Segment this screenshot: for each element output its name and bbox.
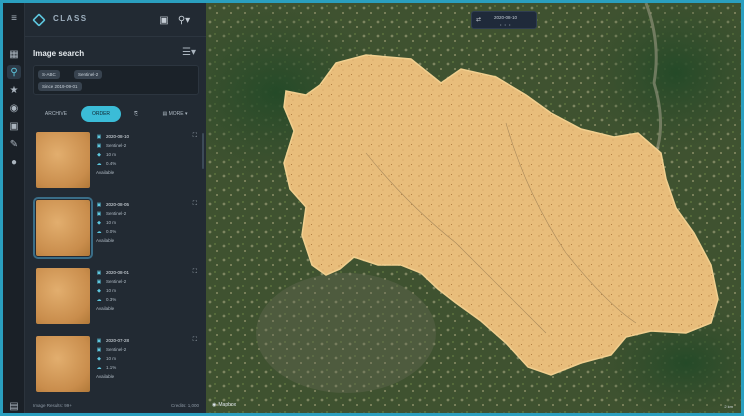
list-item[interactable]: ▣ 2020-08-05 ▣ Sentinel-2 ◆ 10 m ☁ 0.0% Avai… [33, 197, 203, 261]
resolution-icon: ◆ [97, 219, 101, 226]
item-cloud: 0.0% [106, 229, 117, 234]
filter-chip[interactable]: Sentinel-2 [74, 70, 103, 79]
pen-icon[interactable]: ✎ [9, 138, 19, 150]
credits-count: Credits: 1,000 [170, 403, 199, 408]
item-resolution: 10 m [106, 220, 117, 225]
item-date: 2020-08-10 [106, 134, 130, 139]
save-icon[interactable]: ▣ [9, 120, 19, 132]
settings-icon[interactable]: ▤ [9, 400, 19, 412]
tab-order[interactable]: ORDER [81, 106, 121, 122]
image-thumbnail[interactable] [36, 336, 90, 392]
results-count: Image Results: 99+ [33, 403, 72, 408]
star-icon[interactable]: ★ [9, 84, 19, 96]
satellite-map[interactable] [206, 3, 741, 413]
results-list: ▣ 2020-08-10 ▣ Sentinel-2 ◆ 10 m ☁ 0.4% Avai… [33, 129, 203, 399]
cloud-icon: ☁ [96, 228, 102, 235]
pager-dots[interactable]: • • • [500, 22, 512, 27]
filter-chip[interactable]: S-ABC [38, 70, 60, 79]
app-window: ≡ ▦ ⚲ ★ ◉ ▣ ✎ ● ▤ CLASS ▣ ⚲▾ Image searc… [3, 3, 741, 413]
grid-icon[interactable]: ▦ [9, 48, 19, 60]
list-item[interactable]: ▣ 2020-08-10 ▣ Sentinel-2 ◆ 10 m ☁ 0.4% Avai… [33, 129, 203, 193]
menu-icon[interactable]: ☰▾ [182, 47, 196, 58]
copy-icon[interactable]: ⎘ [133, 111, 138, 117]
scale-bar: 2 km [724, 404, 733, 409]
item-status: Available [96, 170, 115, 175]
filter-chips: S-ABC Sentinel-2 Since 2019-09-01 [33, 65, 199, 95]
panel-topbar: CLASS ▣ ⚲▾ [25, 3, 206, 37]
attribution-text: Mapbox [218, 402, 237, 408]
camera-icon[interactable]: ◉ [9, 102, 19, 114]
map-view[interactable]: ⇄ 2020-08-10 • • • ◉ Mapbox 2 km [206, 3, 741, 413]
item-date: 2020-07-28 [106, 338, 130, 343]
item-provider: Sentinel-2 [106, 211, 127, 216]
item-date: 2020-08-01 [106, 270, 130, 275]
item-provider: Sentinel-2 [106, 279, 127, 284]
satellite-icon: ▣ [96, 210, 102, 217]
urban-area [256, 273, 436, 393]
tab-more[interactable]: ▤ MORE ▾ [162, 111, 188, 117]
item-status: Available [96, 306, 115, 311]
search-icon[interactable]: ⚲▾ [177, 14, 191, 26]
map-date: 2020-08-10 [494, 15, 518, 20]
item-status: Available [96, 374, 115, 379]
resolution-icon: ◆ [97, 287, 101, 294]
list-item[interactable]: ▣ 2020-07-28 ▣ Sentinel-2 ◆ 10 m ☁ 1.1% Avai… [33, 333, 203, 397]
add-icon[interactable]: ⛶ [192, 133, 197, 139]
image-thumbnail[interactable] [33, 197, 93, 259]
add-icon[interactable]: ⛶ [192, 201, 197, 207]
region-polygon[interactable] [283, 54, 719, 376]
item-status: Available [96, 238, 115, 243]
icon-rail: ≡ ▦ ⚲ ★ ◉ ▣ ✎ ● ▤ [3, 3, 25, 413]
mapbox-icon: ◉ [212, 402, 217, 408]
forest-area [586, 3, 741, 153]
item-date: 2020-08-05 [106, 202, 130, 207]
logo-icon [32, 13, 46, 27]
map-date-control[interactable]: ⇄ 2020-08-10 • • • [471, 11, 537, 29]
compare-icon[interactable]: ⇄ [476, 17, 482, 23]
item-provider: Sentinel-2 [106, 347, 127, 352]
tab-more-label: MORE [168, 111, 184, 117]
resolution-icon: ◆ [97, 151, 101, 158]
satellite-icon: ▣ [96, 278, 102, 285]
notifications-icon[interactable]: ▣ [159, 14, 169, 26]
cloud-icon: ☁ [96, 160, 102, 167]
panel-footer: Image Results: 99+ Credits: 1,000 [33, 403, 199, 411]
filter-icon[interactable]: ⚲ [7, 65, 21, 79]
tab-archive[interactable]: ARCHIVE [44, 111, 68, 117]
filter-chip[interactable]: Since 2019-09-01 [38, 82, 82, 91]
add-icon[interactable]: ⛶ [192, 269, 197, 275]
calendar-icon: ▣ [96, 133, 102, 140]
road [365, 152, 547, 334]
cloud-icon: ☁ [96, 296, 102, 303]
image-thumbnail[interactable] [36, 132, 90, 188]
river [644, 3, 663, 154]
tabs: ARCHIVE ORDER ⎘ ▤ MORE ▾ [33, 106, 201, 122]
calendar-icon: ▣ [96, 337, 102, 344]
item-resolution: 10 m [106, 356, 117, 361]
satellite-icon: ▣ [96, 142, 102, 149]
brand-name: CLASS [53, 14, 88, 23]
list-item[interactable]: ▣ 2020-08-01 ▣ Sentinel-2 ◆ 10 m ☁ 0.3% Avai… [33, 265, 203, 329]
image-thumbnail[interactable] [36, 268, 90, 324]
list-scrollbar[interactable] [202, 133, 204, 169]
side-panel: CLASS ▣ ⚲▾ Image search ☰▾ S-ABC Sentine… [25, 3, 206, 413]
item-resolution: 10 m [106, 288, 117, 293]
lock-icon[interactable]: ● [10, 156, 18, 168]
calendar-icon: ▣ [96, 201, 102, 208]
layers-icon[interactable]: ≡ [11, 12, 17, 24]
cloud-icon: ☁ [96, 364, 102, 371]
item-resolution: 10 m [106, 152, 117, 157]
attribution: ◉ Mapbox [212, 402, 236, 408]
road [505, 122, 637, 324]
item-cloud: 0.3% [106, 297, 117, 302]
item-provider: Sentinel-2 [106, 143, 127, 148]
calendar-icon: ▣ [96, 269, 102, 276]
satellite-icon: ▣ [96, 346, 102, 353]
item-cloud: 1.1% [106, 365, 117, 370]
resolution-icon: ◆ [97, 355, 101, 362]
panel-title: Image search [33, 49, 85, 58]
item-cloud: 0.4% [106, 161, 117, 166]
add-icon[interactable]: ⛶ [192, 337, 197, 343]
